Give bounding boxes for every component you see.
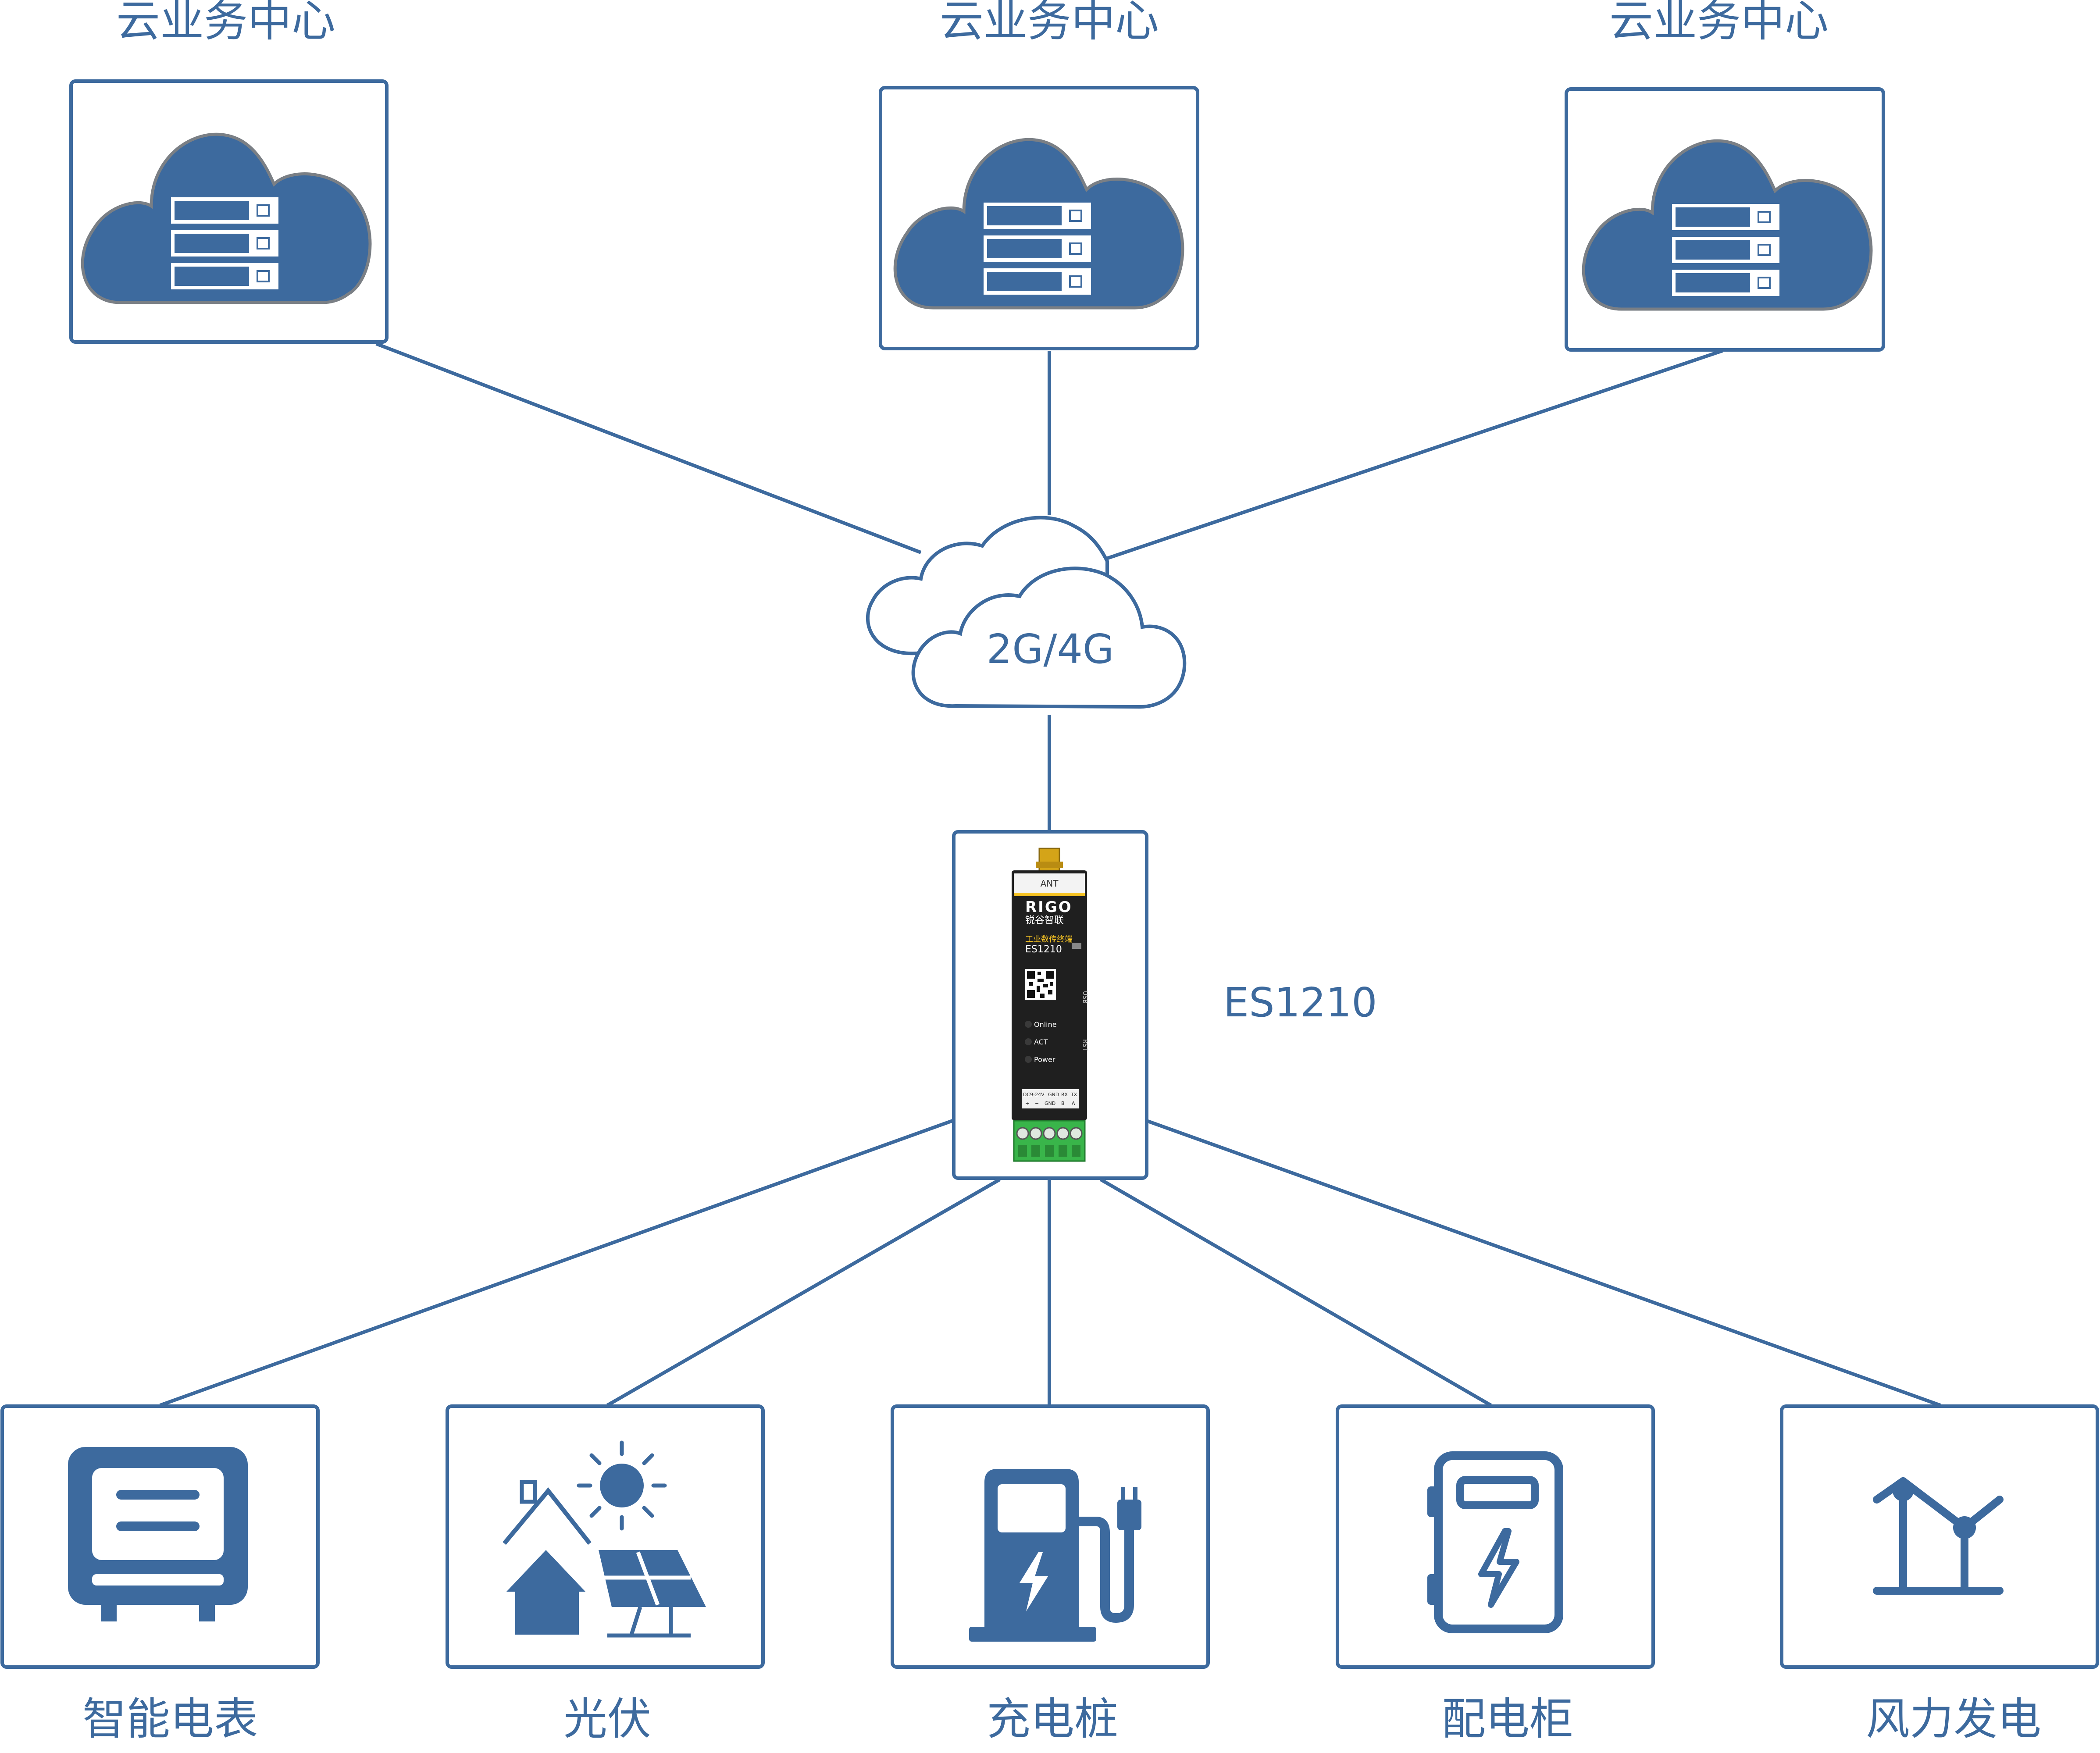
status-leds: Online ACT Power [1025, 1020, 1057, 1064]
led-act-label: ACT [1034, 1038, 1048, 1046]
endpoint-label-cabinet: 配电柜 [1442, 1693, 1573, 1745]
link-device-wind [1144, 1119, 1941, 1407]
endpoint-label-solar: 光伏 [563, 1693, 651, 1745]
rst-label: RST [1081, 1039, 1088, 1051]
led-online [1025, 1021, 1032, 1028]
terminal-sub-5: A [1072, 1101, 1075, 1106]
cloud-center-label: 云业务中心 [116, 0, 335, 46]
network-label: 2G/4G [987, 626, 1114, 673]
endpoint-box-cabinet [1336, 1404, 1655, 1669]
brand-name: 锐谷智联 [1025, 915, 1064, 926]
link-device-solar [606, 1178, 1001, 1407]
cloud-center-2: 云业务中心 [879, 0, 1199, 350]
led-power [1025, 1056, 1032, 1063]
distribution-cabinet-icon [1427, 1451, 1563, 1633]
smart-meter-icon [68, 1447, 248, 1621]
qr-code-icon [1025, 969, 1056, 1000]
connection-lines [159, 342, 1941, 1407]
endpoint-box-solar [446, 1404, 765, 1669]
cloud-center-label: 云业务中心 [1609, 0, 1829, 46]
wind-power-icon [1873, 1477, 2004, 1595]
antenna-label: ANT [1041, 878, 1059, 889]
network-cloud-icon [866, 516, 1187, 709]
led-power-label: Power [1034, 1055, 1055, 1064]
terminal-sub-2: − [1035, 1101, 1039, 1106]
device-model-on-body: ES1210 [1025, 944, 1062, 955]
usb-label: USB [1081, 991, 1088, 1004]
link-device-cabinet [1099, 1178, 1492, 1407]
terminal-header-1: DC9-24V [1023, 1092, 1045, 1097]
cloud-center-3: 云业务中心 [1565, 0, 1885, 352]
link-cloud-3-network [1104, 349, 1723, 561]
endpoint-box-wind [1780, 1404, 2099, 1669]
cloud-center-label: 云业务中心 [940, 0, 1159, 46]
terminal-header-4: TX [1070, 1092, 1077, 1097]
cloud-center-1: 云业务中心 [69, 0, 389, 344]
device-node: ES1210 ANT RIGO 锐谷智联 工业数传终端 ES1210 [952, 830, 1377, 1180]
terminal-sub-4: B [1061, 1101, 1065, 1106]
terminal-block [1013, 1120, 1086, 1162]
endpoint-label-wind: 风力发电 [1866, 1693, 2041, 1745]
terminal-header-3: RX [1061, 1092, 1068, 1097]
terminal-sub-3: GND [1045, 1101, 1055, 1106]
charging-pile-icon [969, 1469, 1141, 1642]
device-model-label: ES1210 [1223, 979, 1377, 1026]
endpoint-label-charging: 充电桩 [987, 1693, 1118, 1745]
solar-panel-icon [503, 1440, 706, 1638]
led-act [1025, 1038, 1032, 1045]
link-cloud-1-network [375, 342, 922, 554]
antenna-connector [1038, 848, 1060, 873]
link-device-smart-meter [159, 1119, 955, 1407]
led-online-label: Online [1034, 1020, 1057, 1029]
device-illustration: ANT RIGO 锐谷智联 工业数传终端 ES1210 [1012, 848, 1088, 1162]
network-cloud: 2G/4G [866, 516, 1187, 709]
product-type: 工业数传终端 [1025, 935, 1073, 944]
brand-logo: RIGO [1025, 898, 1073, 916]
terminal-sub-1: + [1025, 1101, 1029, 1106]
endpoint-label-smart-meter: 智能电表 [82, 1693, 258, 1745]
terminal-header-2: GND [1048, 1092, 1059, 1097]
